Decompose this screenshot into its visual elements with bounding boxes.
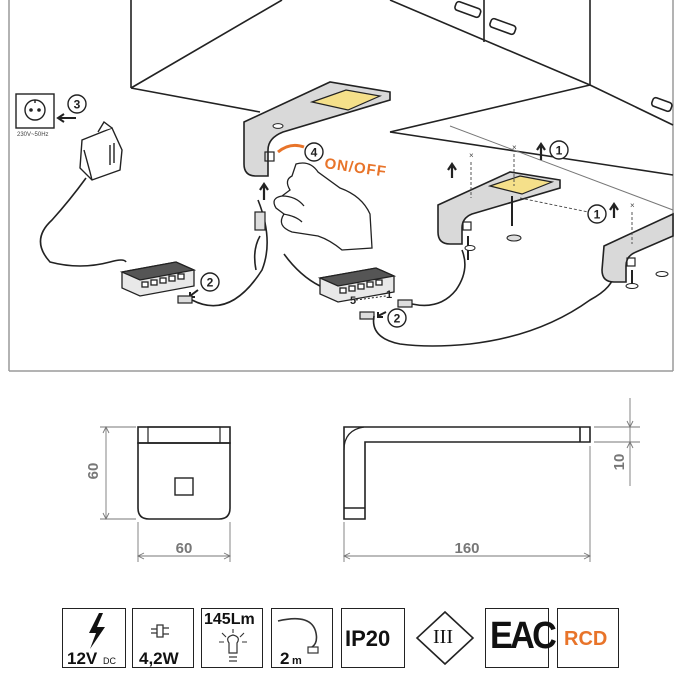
power-value: 4,2W [139, 649, 179, 668]
hand-illustration [273, 162, 373, 251]
lumen-value: 145Lm [204, 611, 255, 628]
side-length-dimension [342, 446, 592, 562]
voltage-unit: DC [103, 656, 116, 666]
on-off-label: ON/OFF [323, 155, 387, 181]
power-badge: 4,2W [132, 608, 194, 668]
svg-text:×: × [469, 151, 474, 160]
step-1a-number: 1 [556, 144, 563, 158]
on-off-arrow [277, 143, 305, 154]
voltage-value: 12V [67, 649, 98, 668]
cable-length-value: 2 [280, 649, 290, 668]
cable-to-fixture-3 [372, 269, 615, 347]
eac-badge: EAC [485, 608, 557, 668]
third-light-fixture: × [519, 197, 674, 289]
svg-text:×: × [630, 201, 635, 210]
socket-voltage: 230V~50Hz [17, 132, 49, 138]
step-3-arrow [56, 113, 76, 123]
touch-switch [264, 151, 275, 162]
step-4-circle [304, 142, 324, 162]
distributor-box-right [317, 267, 397, 303]
plug-connector-c [359, 311, 375, 320]
side-view-drawing [343, 426, 591, 520]
lightning-icon [89, 613, 105, 649]
front-height-label: 60 [85, 463, 102, 480]
cable-length-badge: 2 m [271, 608, 333, 668]
protection-class-badge: III [413, 608, 477, 668]
rcd-label: RCD [564, 628, 608, 650]
led-panel [309, 89, 383, 111]
plug-connector-a [177, 295, 193, 304]
eac-mark: EAC [490, 615, 557, 657]
step-1b-number: 1 [594, 208, 601, 222]
front-height-dimension [100, 425, 136, 521]
wall-socket-icon [15, 93, 55, 129]
cable-length-unit: m [292, 655, 302, 667]
port-1-label: 1 [386, 289, 392, 301]
distributor-box-left [119, 261, 197, 297]
protection-class-value: III [433, 626, 453, 648]
cable-to-fixture-2 [411, 249, 466, 307]
kitchen-cabinet [130, 0, 674, 211]
step-1a-circle [549, 140, 569, 160]
svg-text:×: × [512, 143, 517, 152]
rcd-badge: RCD [557, 608, 619, 668]
step-4-number: 4 [311, 146, 318, 160]
cable-icon [277, 617, 319, 654]
power-adapter [79, 120, 123, 181]
step-2a-number: 2 [207, 276, 214, 290]
ip-rating-value: IP20 [345, 626, 391, 651]
step-1b-circle [587, 204, 607, 224]
step-3-circle [67, 94, 87, 114]
diamond-icon [415, 610, 475, 666]
ip-rating-badge: IP20 [341, 608, 405, 668]
plug-connector-b [254, 211, 266, 231]
port-5-label: 5 [350, 295, 356, 307]
plug-icon [151, 624, 169, 638]
lumen-badge: 145Lm [201, 608, 263, 668]
step-3-number: 3 [74, 98, 81, 112]
step-2b-number: 2 [394, 312, 401, 326]
side-thickness-label: 10 [611, 454, 628, 471]
step-2b-circle [387, 308, 407, 328]
step-2a-circle [200, 272, 220, 292]
plug-connector-d [397, 299, 413, 308]
side-thickness-dimension [594, 398, 640, 486]
front-width-dimension [136, 522, 232, 562]
main-light-fixture [243, 81, 391, 177]
voltage-badge: 12V DC [62, 608, 126, 668]
side-length-label: 160 [454, 540, 479, 557]
secondary-light-fixture: × × [437, 142, 561, 260]
bulb-icon [219, 629, 247, 662]
front-view-drawing [137, 426, 231, 520]
adapter-cable [39, 177, 127, 267]
front-width-label: 60 [176, 540, 193, 557]
